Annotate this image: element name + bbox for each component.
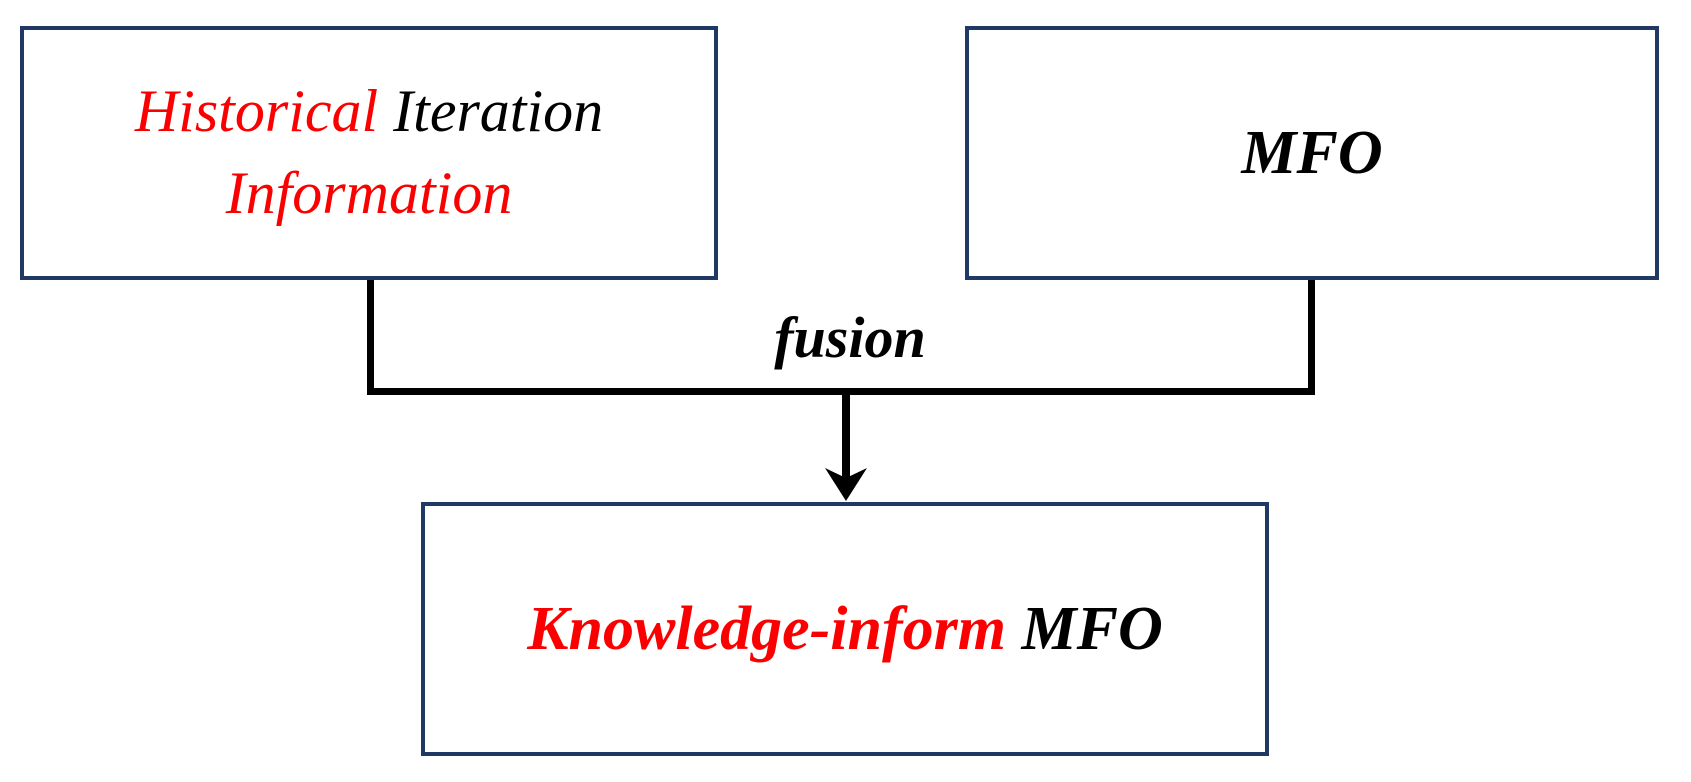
knowledge-inform-text-red: Knowledge-inform — [527, 594, 1022, 663]
information-text-red: Information — [225, 160, 513, 226]
fusion-label: fusion — [774, 305, 926, 370]
historical-text-red: Historical — [134, 78, 394, 145]
iteration-text-black: Iteration — [393, 78, 604, 145]
knowledge-mfo-text-black: MFO — [1021, 594, 1163, 663]
arrowhead-down-icon — [825, 468, 867, 501]
knowledge-inform-mfo-box: Knowledge-inform MFO — [421, 502, 1269, 756]
mfo-box: MFO — [965, 26, 1659, 280]
mfo-box-label: MFO — [1241, 118, 1383, 187]
historical-box-line-1: Historical Iteration — [135, 71, 603, 153]
historical-iteration-information-box: Historical Iteration Information — [20, 26, 718, 280]
